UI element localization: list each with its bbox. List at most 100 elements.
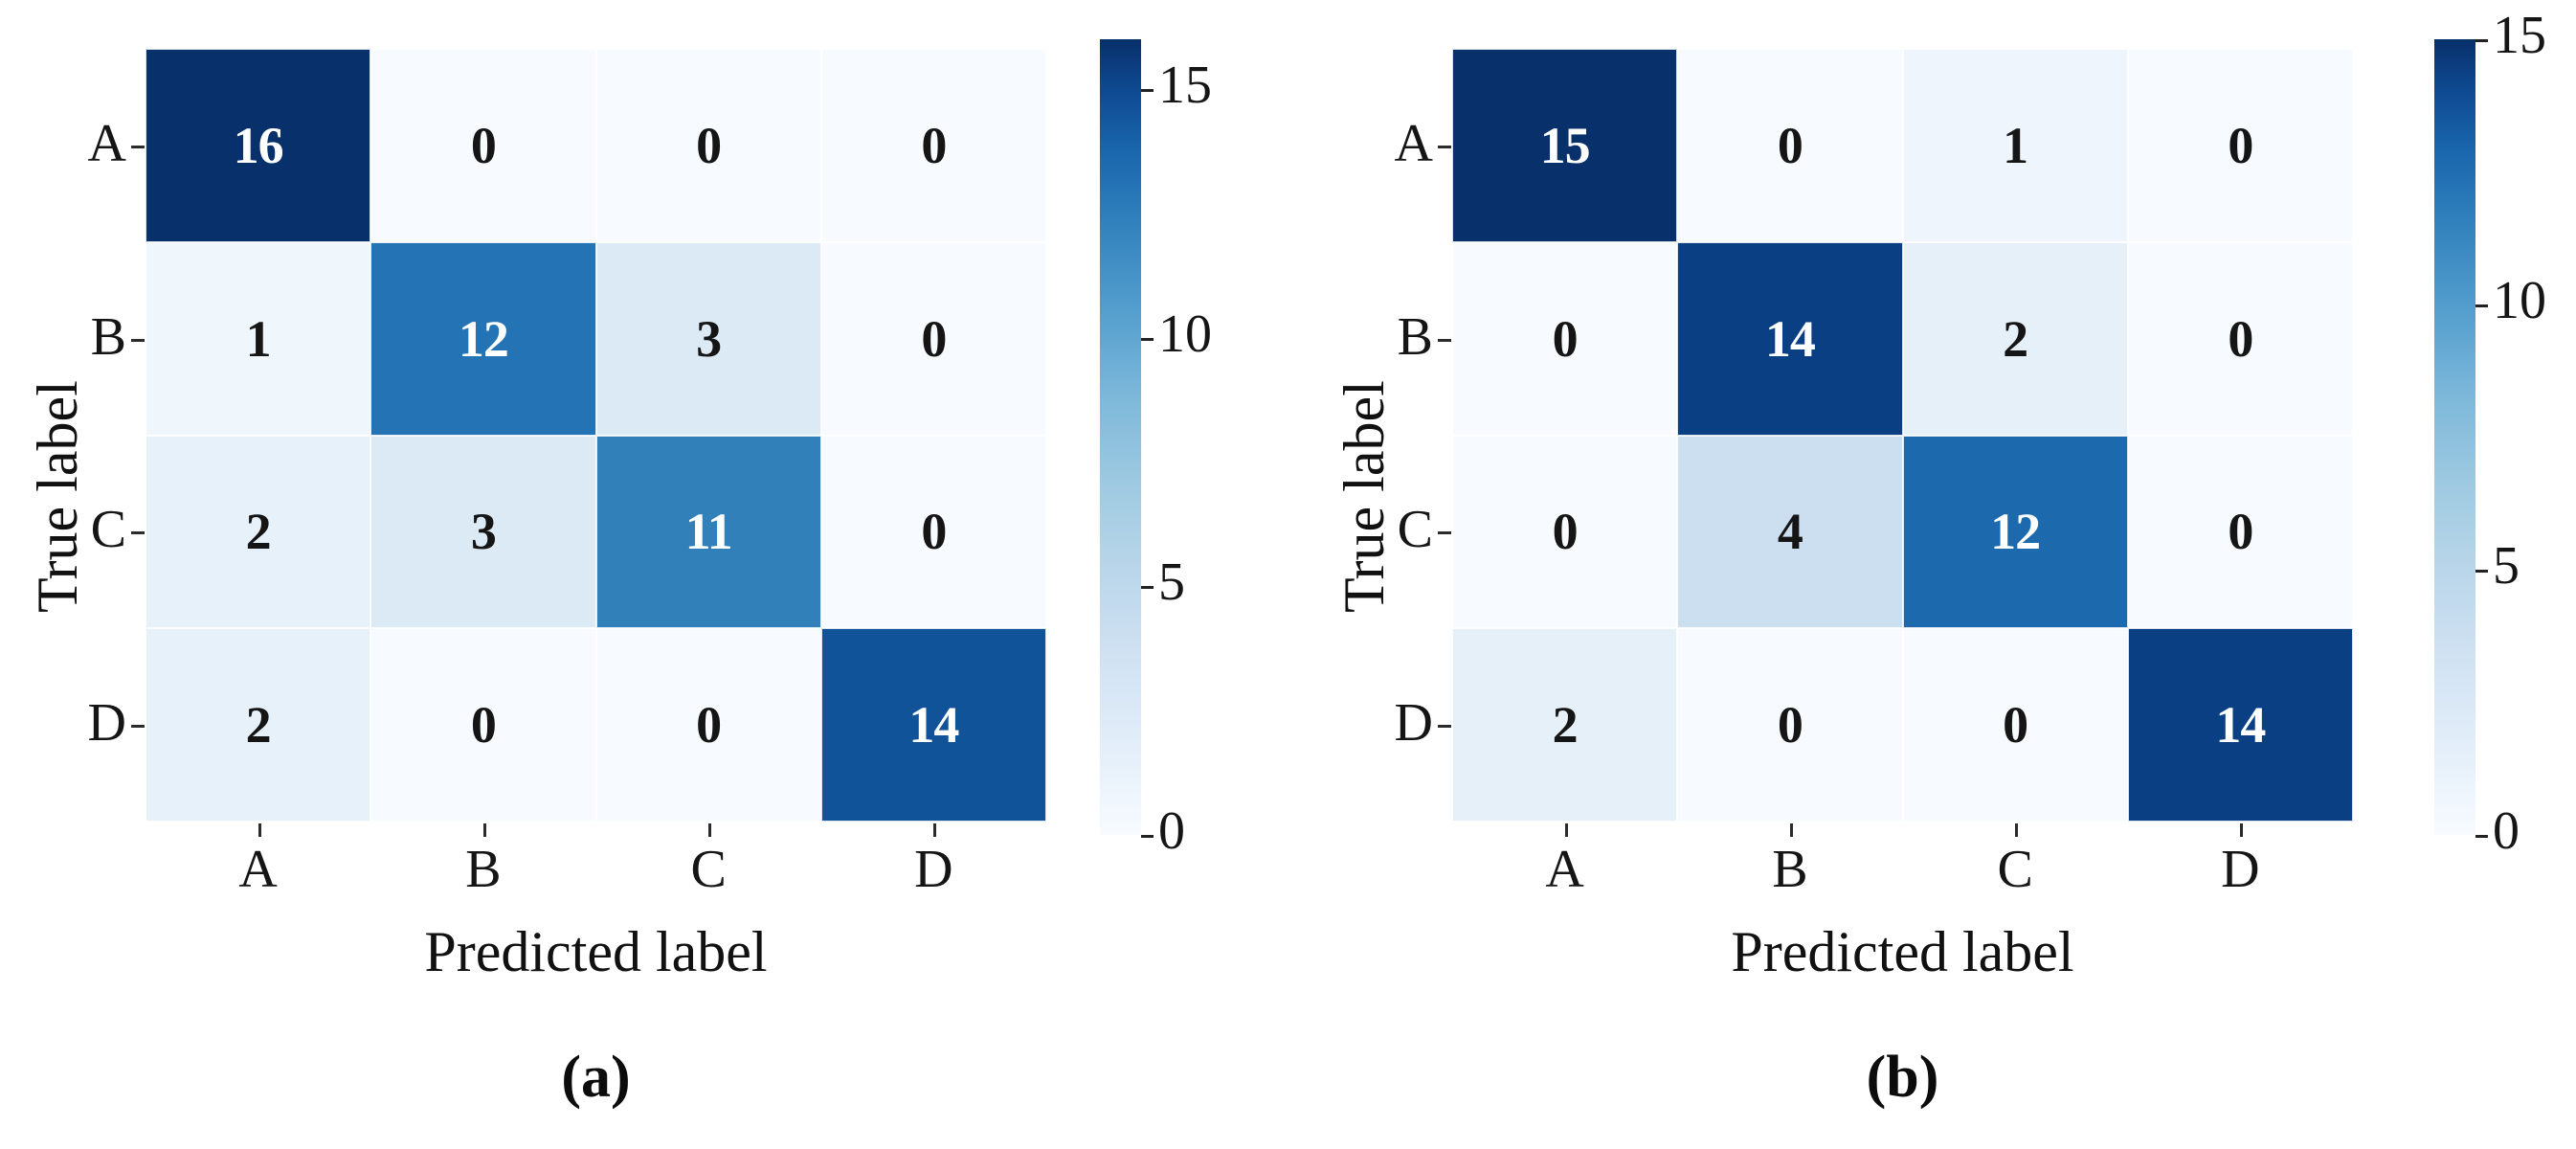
colorbar-tick-label: 10 [1158, 304, 1212, 364]
cell-value: 0 [921, 116, 947, 174]
x-tick-label-a: A [238, 840, 278, 899]
cell-value: 11 [684, 503, 733, 561]
y-tick-mark [1438, 145, 1451, 148]
cell-value: 0 [1777, 696, 1803, 755]
cell-value: 16 [233, 116, 284, 174]
heatmap-cell: 14 [1677, 241, 1903, 436]
cell-value: 14 [1764, 309, 1816, 368]
colorbar-tick-mark [1141, 835, 1154, 838]
heatmap-cell: 0 [1452, 435, 1678, 629]
cell-value: 3 [470, 503, 497, 561]
x-tick-label-b: B [465, 840, 502, 899]
cell-value: 0 [921, 309, 947, 368]
heatmap-cell: 15 [1452, 49, 1678, 242]
colorbar-tick-label: 0 [2493, 801, 2520, 861]
cell-value: 1 [245, 309, 272, 368]
colorbar-tick-mark [2475, 570, 2488, 573]
x-tick-mark [708, 823, 712, 837]
cell-value: 3 [696, 309, 722, 368]
heatmap-cell: 12 [1902, 435, 2128, 629]
y-tick-label-d: D [1394, 693, 1433, 754]
heatmap-cell: 0 [1452, 241, 1678, 436]
cell-value: 4 [1777, 503, 1803, 561]
y-tick-mark [1438, 338, 1451, 342]
y-tick-mark [131, 338, 145, 342]
heatmap-cell: 4 [1677, 435, 1903, 629]
heatmap-cell: 14 [820, 628, 1046, 822]
cell-value: 0 [2228, 309, 2253, 368]
x-tick-label-c: C [690, 840, 727, 899]
heatmap-cell: 14 [2127, 628, 2353, 822]
heatmap-cell: 0 [1677, 49, 1903, 242]
colorbar-tick-mark [1141, 337, 1154, 341]
cell-value: 2 [1552, 696, 1579, 755]
heatmap-cell: 0 [2127, 49, 2353, 242]
cell-value: 0 [1552, 309, 1579, 368]
y-tick-label-c: C [1397, 500, 1433, 560]
cell-value: 0 [696, 116, 722, 174]
x-tick-label-d: D [914, 840, 953, 899]
cell-value: 12 [458, 309, 509, 368]
x-tick-mark [2240, 823, 2244, 837]
colorbar-tick-label: 5 [1158, 552, 1185, 613]
cell-value: 15 [1539, 116, 1591, 174]
x-axis-title-b: Predicted label [1731, 920, 2074, 983]
x-tick-label-c: C [1997, 840, 2033, 899]
colorbar-tick-label: 15 [1158, 55, 1212, 115]
colorbar-tick-mark [1141, 88, 1154, 92]
x-axis-title-a: Predicted label [424, 920, 768, 983]
cell-value: 0 [1552, 503, 1579, 561]
y-tick-label-c: C [90, 500, 126, 560]
heatmap-cell: 0 [820, 49, 1046, 242]
heatmap-cell: 1 [146, 241, 371, 436]
colorbar-tick-label: 15 [2493, 6, 2546, 65]
cell-value: 12 [1990, 503, 2041, 561]
heatmap-cell: 0 [1677, 628, 1903, 822]
x-tick-label-b: B [1772, 840, 1808, 899]
cell-value: 2 [2003, 309, 2028, 368]
y-tick-label-b: B [90, 306, 126, 367]
heatmap-cell: 0 [2127, 241, 2353, 436]
y-tick-mark [1438, 531, 1451, 535]
x-tick-label-a: A [1545, 840, 1584, 899]
y-tick-label-a: A [1394, 113, 1433, 173]
y-tick-mark [131, 725, 145, 729]
colorbar-b [2434, 39, 2475, 835]
cell-value: 0 [470, 116, 497, 174]
heatmap-cell: 2 [1452, 628, 1678, 822]
y-axis-title-a: True label [26, 380, 89, 613]
colorbar-tick-mark [2475, 835, 2488, 838]
subcaption-a: (a) [561, 1045, 631, 1110]
colorbar-tick-mark [1141, 586, 1154, 590]
cell-value: 0 [2228, 503, 2253, 561]
heatmap-cell: 1 [1902, 49, 2128, 242]
y-tick-mark [131, 531, 145, 535]
y-axis-title-b: True label [1333, 380, 1396, 613]
y-tick-label-a: A [87, 113, 126, 173]
cell-value: 14 [2215, 696, 2266, 755]
cell-value: 14 [908, 696, 959, 755]
cell-value: 2 [245, 503, 272, 561]
subcaption-b: (b) [1866, 1045, 1939, 1110]
heatmap-cell: 0 [595, 49, 821, 242]
x-tick-mark [258, 823, 261, 837]
x-tick-mark [933, 823, 937, 837]
colorbar-tick-label: 10 [2493, 271, 2546, 330]
y-tick-mark [1438, 725, 1451, 729]
heatmap-cell: 0 [820, 435, 1046, 629]
colorbar-tick-label: 5 [2493, 536, 2520, 596]
heatmap-cell: 2 [1902, 241, 2128, 436]
cell-value: 0 [921, 503, 947, 561]
colorbar-a [1100, 39, 1141, 835]
cell-value: 1 [2003, 116, 2028, 174]
heatmap-cell: 0 [370, 628, 596, 822]
heatmap-cell: 0 [2127, 435, 2353, 629]
y-tick-label-d: D [87, 693, 126, 754]
heatmap-cell: 12 [370, 241, 596, 436]
cell-value: 0 [2228, 116, 2253, 174]
heatmap-cell: 3 [595, 241, 821, 436]
x-tick-label-d: D [2221, 840, 2260, 899]
